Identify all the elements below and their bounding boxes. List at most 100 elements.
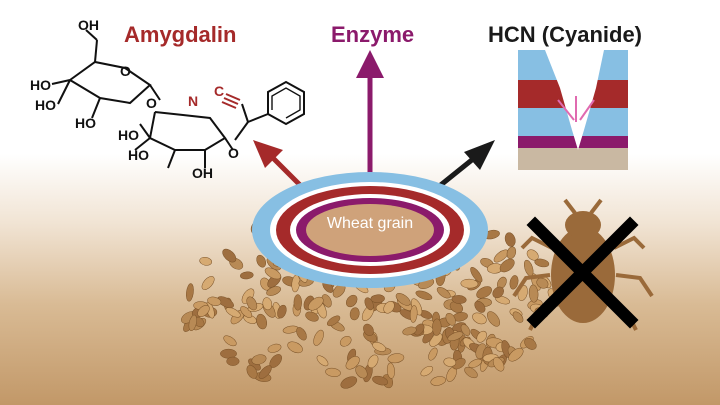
hcn-layers bbox=[518, 50, 628, 170]
wheat-grain bbox=[474, 300, 486, 313]
wheat-grain bbox=[188, 314, 197, 331]
wheat-grain bbox=[364, 297, 374, 311]
chem-o-ring2: O bbox=[228, 145, 239, 161]
wheat-grain bbox=[445, 312, 456, 326]
wheat-grain bbox=[266, 286, 281, 296]
wheat-grain bbox=[346, 294, 358, 308]
arrow-to-enzyme bbox=[356, 50, 384, 78]
wheat-grain bbox=[325, 367, 341, 377]
wheat-grain bbox=[201, 276, 215, 290]
wheat-grain bbox=[225, 307, 241, 318]
wheat-grain bbox=[207, 296, 222, 306]
wheat-grain bbox=[217, 296, 234, 309]
wheat-grain bbox=[402, 326, 417, 336]
chem-ho-3: HO bbox=[75, 115, 96, 131]
arrow-to-hcn bbox=[464, 140, 495, 170]
wheat-grain bbox=[395, 293, 411, 306]
wheat-grain bbox=[492, 286, 504, 299]
wheat-grain bbox=[476, 330, 487, 343]
wheat-grain bbox=[528, 284, 539, 303]
wheat-grain bbox=[472, 312, 487, 325]
wheat-grain bbox=[447, 331, 464, 342]
wheat-grain bbox=[340, 376, 358, 389]
wheat-grain bbox=[313, 329, 324, 346]
wheat-grain bbox=[372, 375, 389, 386]
wheat-grain bbox=[464, 366, 478, 379]
wheat-grain bbox=[372, 342, 386, 352]
chem-n: N bbox=[188, 93, 198, 109]
wheat-grain bbox=[251, 354, 267, 365]
chem-o-link: O bbox=[146, 95, 157, 111]
wheat-grain bbox=[460, 324, 471, 336]
wheat-grain bbox=[470, 266, 483, 283]
wheat-grain bbox=[246, 365, 258, 379]
chem-ho-1: HO bbox=[30, 77, 51, 93]
wheat-grain bbox=[256, 254, 267, 268]
wheat-grain bbox=[506, 246, 517, 260]
wheat-grain bbox=[476, 286, 492, 299]
wheat-grain bbox=[349, 307, 360, 321]
label-wheat-grain: Wheat grain bbox=[326, 215, 414, 232]
chem-oh-top: OH bbox=[78, 17, 99, 33]
wheat-grain bbox=[258, 365, 272, 379]
cross-icon bbox=[526, 216, 639, 329]
wheat-grain bbox=[534, 258, 550, 268]
wheat-grain bbox=[316, 355, 329, 367]
wheat-grain bbox=[197, 304, 210, 318]
wheat-grain bbox=[430, 376, 446, 386]
wheat-grain bbox=[524, 337, 537, 350]
label-amygdalin: Amygdalin bbox=[124, 22, 237, 47]
wheat-grain bbox=[443, 357, 457, 367]
wheat-grain bbox=[413, 323, 425, 336]
wheat-grain bbox=[267, 343, 282, 353]
wheat-grain bbox=[277, 304, 287, 319]
wheat-grain bbox=[432, 318, 442, 336]
wheat-grain bbox=[226, 356, 240, 366]
wheat-grain bbox=[428, 347, 438, 361]
wheat-grain bbox=[512, 311, 524, 323]
wheat-grain bbox=[339, 335, 352, 347]
wheat-grain bbox=[223, 335, 237, 347]
chem-labels: OH HO HO HO HO HO OH O O O N C bbox=[30, 17, 239, 181]
wheat-grain bbox=[409, 305, 418, 323]
wheat-grain bbox=[256, 313, 267, 330]
label-hcn: HCN (Cyanide) bbox=[488, 22, 643, 47]
chem-ho-4: HO bbox=[118, 127, 139, 143]
wheat-grain bbox=[486, 311, 501, 327]
wheat-grain-rings bbox=[252, 172, 488, 288]
wheat-grain bbox=[262, 297, 273, 311]
wheat-grain bbox=[451, 295, 467, 304]
wheat-grain bbox=[305, 311, 319, 322]
wheat-grain bbox=[264, 267, 282, 280]
chem-oh-bottom: OH bbox=[192, 165, 213, 181]
wheat-grain bbox=[504, 232, 516, 247]
arrow-to-amygdalin bbox=[253, 140, 283, 168]
wheat-grain bbox=[240, 271, 254, 280]
wheat-grain bbox=[287, 341, 303, 354]
wheat-grain bbox=[370, 294, 385, 303]
chem-c: C bbox=[214, 83, 224, 99]
wheat-grain bbox=[508, 347, 524, 362]
wheat-grain bbox=[386, 362, 395, 379]
wheat-grain bbox=[222, 248, 237, 263]
wheat-grain bbox=[293, 294, 302, 311]
wheat-grain bbox=[387, 353, 405, 364]
label-enzyme: Enzyme bbox=[331, 22, 415, 47]
wheat-grain bbox=[468, 358, 482, 368]
wheat-grain bbox=[246, 296, 258, 311]
wheat-grain bbox=[383, 301, 395, 314]
chem-ho-5: HO bbox=[128, 147, 149, 163]
wheat-grain bbox=[492, 357, 505, 372]
chem-o-ring1: O bbox=[120, 63, 131, 79]
wheat-grain bbox=[452, 358, 466, 370]
wheat-grain bbox=[355, 365, 368, 379]
wheat-grain bbox=[326, 315, 341, 327]
wheat-grain bbox=[199, 256, 212, 266]
wheat-grain bbox=[363, 323, 374, 336]
wheat-grain bbox=[367, 354, 379, 369]
wheat-grain bbox=[296, 327, 307, 341]
wheat-grain bbox=[509, 275, 519, 290]
wheat-grain bbox=[186, 283, 194, 302]
